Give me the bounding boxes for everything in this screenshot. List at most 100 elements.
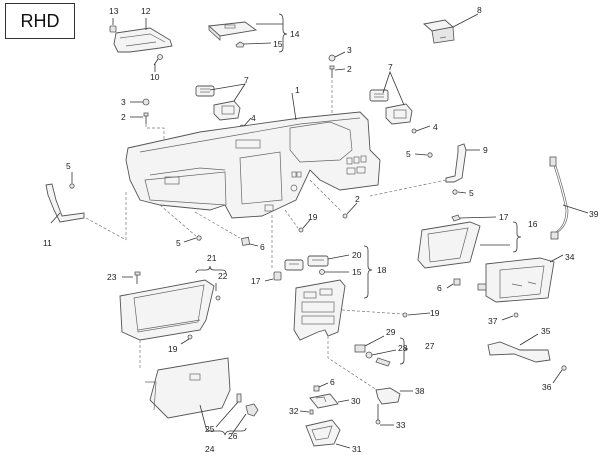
- callout-19-right: 19: [430, 308, 440, 318]
- callout-28: 28: [398, 343, 408, 353]
- part-instrument-cluster-34[interactable]: [477, 257, 555, 303]
- callout-26: 26: [228, 431, 238, 441]
- callout-30: 30: [351, 396, 361, 406]
- callout-37: 37: [488, 316, 498, 326]
- part-stopper-26[interactable]: [245, 403, 259, 417]
- part-harness-39[interactable]: [549, 156, 569, 240]
- callout-16: 16: [528, 219, 538, 229]
- callout-6-right: 6: [437, 283, 442, 293]
- callout-23: 23: [107, 272, 117, 282]
- part-screw-22[interactable]: [215, 295, 221, 301]
- part-clip-6-a[interactable]: [241, 236, 251, 246]
- callout-27: 27: [425, 341, 435, 351]
- part-screw-5-l2[interactable]: [196, 235, 202, 241]
- part-cap-3-center[interactable]: [328, 54, 336, 62]
- callout-8: 8: [477, 5, 482, 15]
- callout-24: 24: [205, 444, 215, 454]
- part-switch-29[interactable]: [354, 344, 366, 353]
- callout-2-center: 2: [347, 64, 352, 74]
- part-vent-20-right[interactable]: [307, 255, 329, 267]
- part-bracket-11[interactable]: [45, 183, 85, 223]
- callout-19-upper: 19: [308, 212, 318, 222]
- part-glovebox-21[interactable]: [119, 279, 215, 341]
- rhd-badge: RHD: [5, 3, 75, 39]
- callout-12: 12: [141, 6, 151, 16]
- part-bracket-9[interactable]: [445, 143, 467, 183]
- part-screw-19-c[interactable]: [402, 312, 408, 318]
- part-bezel-16[interactable]: [417, 221, 481, 269]
- part-screw-2-right[interactable]: [342, 213, 348, 219]
- callout-5-left-bottom: 5: [176, 238, 181, 248]
- part-latch-25[interactable]: [236, 393, 242, 403]
- part-nut-13[interactable]: [109, 25, 117, 33]
- callout-35: 35: [541, 326, 551, 336]
- callout-17-center: 17: [251, 276, 261, 286]
- part-vent-20-left[interactable]: [284, 259, 304, 271]
- part-clip-6-b[interactable]: [453, 278, 461, 286]
- callout-4-left: 4: [251, 113, 256, 123]
- callout-39: 39: [589, 209, 599, 219]
- part-clip-17-center[interactable]: [273, 271, 282, 281]
- callout-6-bottom: 6: [330, 377, 335, 387]
- part-ashtray-31[interactable]: [305, 419, 341, 447]
- part-clip-15[interactable]: [235, 41, 245, 48]
- callout-5-right-top: 5: [406, 149, 411, 159]
- callout-33: 33: [396, 420, 406, 430]
- part-cap-3-left[interactable]: [142, 98, 150, 106]
- part-center-panel-18[interactable]: [293, 279, 346, 341]
- part-vent-7-right-b[interactable]: [385, 103, 413, 125]
- part-glovebox-lid-24[interactable]: [145, 357, 231, 419]
- callout-29: 29: [386, 327, 396, 337]
- part-bracket-35[interactable]: [487, 341, 551, 363]
- part-vent-7-right-a[interactable]: [369, 89, 389, 102]
- callout-17-right: 17: [499, 212, 509, 222]
- part-vent-7-left-a[interactable]: [195, 85, 215, 97]
- part-screw-5-r2[interactable]: [452, 189, 458, 195]
- part-screw-5-r1[interactable]: [427, 152, 433, 158]
- callout-18: 18: [377, 265, 387, 275]
- part-bolt-36[interactable]: [561, 365, 567, 371]
- part-clip-15-center[interactable]: [319, 269, 325, 275]
- callout-2-right: 2: [355, 194, 360, 204]
- callout-19-glovebox: 19: [168, 344, 178, 354]
- part-dashboard-1[interactable]: [125, 111, 381, 219]
- callout-3-center: 3: [347, 45, 352, 55]
- callout-9: 9: [483, 145, 488, 155]
- part-screw-5-l1[interactable]: [69, 183, 75, 189]
- callout-36: 36: [542, 382, 552, 392]
- part-screw-23[interactable]: [134, 271, 141, 284]
- part-lighter-27[interactable]: [375, 357, 391, 367]
- callout-22: 22: [218, 271, 228, 281]
- callout-25: 25: [205, 424, 215, 434]
- part-tray-14[interactable]: [207, 21, 258, 41]
- part-screw-2-center[interactable]: [329, 65, 335, 78]
- callout-15-center: 15: [352, 267, 362, 277]
- part-bolt-10[interactable]: [153, 54, 163, 66]
- part-clip-32[interactable]: [309, 409, 314, 415]
- callout-13: 13: [109, 6, 119, 16]
- callout-7-left: 7: [244, 75, 249, 85]
- callout-31: 31: [352, 444, 362, 454]
- callout-11: 11: [43, 238, 52, 248]
- part-clip-6-c[interactable]: [313, 385, 320, 392]
- part-bracket-12[interactable]: [113, 27, 173, 53]
- part-screw-19-a[interactable]: [298, 227, 304, 233]
- part-screw-2-left[interactable]: [143, 112, 149, 124]
- callout-20: 20: [352, 250, 362, 260]
- part-tray-30[interactable]: [309, 393, 339, 409]
- part-bolt-33[interactable]: [375, 404, 381, 425]
- part-vent-7-left-b[interactable]: [213, 100, 241, 121]
- part-module-8[interactable]: [423, 19, 455, 44]
- callout-5-left-top: 5: [66, 161, 71, 171]
- part-bracket-38[interactable]: [375, 387, 401, 405]
- part-knob-28[interactable]: [365, 351, 373, 359]
- callout-3-left: 3: [121, 97, 126, 107]
- part-screw-37[interactable]: [513, 312, 519, 318]
- part-clip-17-right[interactable]: [451, 214, 461, 222]
- part-screw-4-right[interactable]: [411, 128, 417, 134]
- callout-1: 1: [295, 85, 300, 95]
- rhd-label: RHD: [20, 10, 60, 31]
- part-screw-19-b[interactable]: [187, 334, 193, 340]
- callout-14: 14: [290, 29, 300, 39]
